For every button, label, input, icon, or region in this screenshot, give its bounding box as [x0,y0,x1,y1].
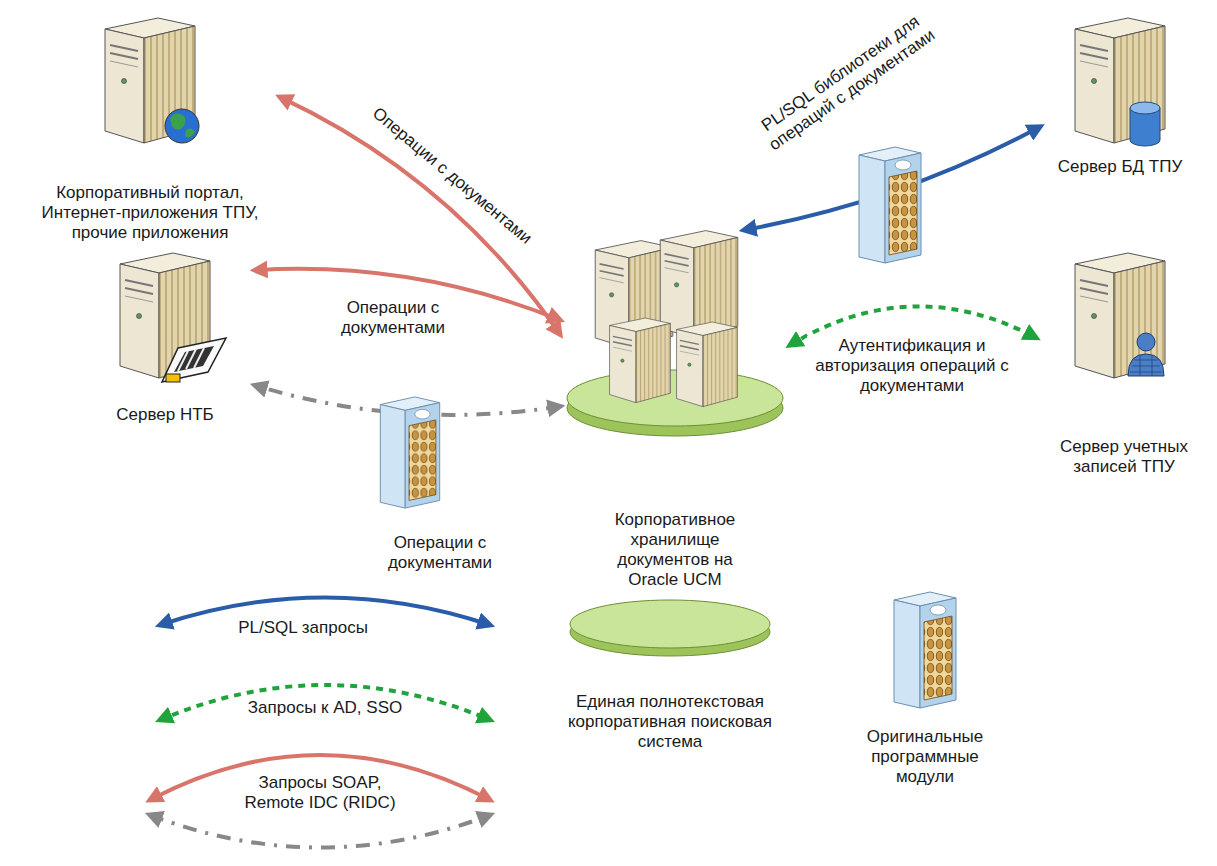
legend-sample-ad [160,685,490,720]
node-label: Корпоративное хранилище документов на Or… [609,510,741,590]
edge-label: Операции с документами [323,298,464,338]
edge-label: PL/SQL библиотеки для операций с докумен… [744,2,948,162]
legend-label: Оригинальные программные модули [860,727,990,787]
edge-label: Аутентификация и авторизация операций с … [807,336,1018,396]
legend-label: PL/SQL запросы [208,618,398,638]
portal-server: Корпоративный портал, Интернет-приложени… [20,15,280,243]
node-label: Сервер учетных записей ТПУ [1044,437,1204,477]
node-label: Сервер НТБ [77,405,253,425]
legend-sample-ridc [150,815,490,848]
library-server: Сервер НТБ [75,245,255,425]
storage-cluster: Корпоративное хранилище документов на Or… [560,230,790,590]
legend-sample-module [894,592,956,708]
edge-label: Операции с документами [351,89,552,262]
database-server: Сервер БД ТПУ [1040,15,1200,177]
legend-label: Запросы SOAP, Remote IDC (RIDC) [233,773,408,813]
legend-label: Единая полнотекстовая корпоративная поис… [558,692,783,752]
accounts-server: Сервер учетных записей ТПУ [1036,245,1212,477]
node-label: Корпоративный портал, Интернет-приложени… [23,183,278,243]
legend-label: Запросы к AD, SSO [225,698,425,718]
edge-label: Операции с документами [370,533,511,573]
node-label: Сервер БД ТПУ [1042,157,1198,177]
